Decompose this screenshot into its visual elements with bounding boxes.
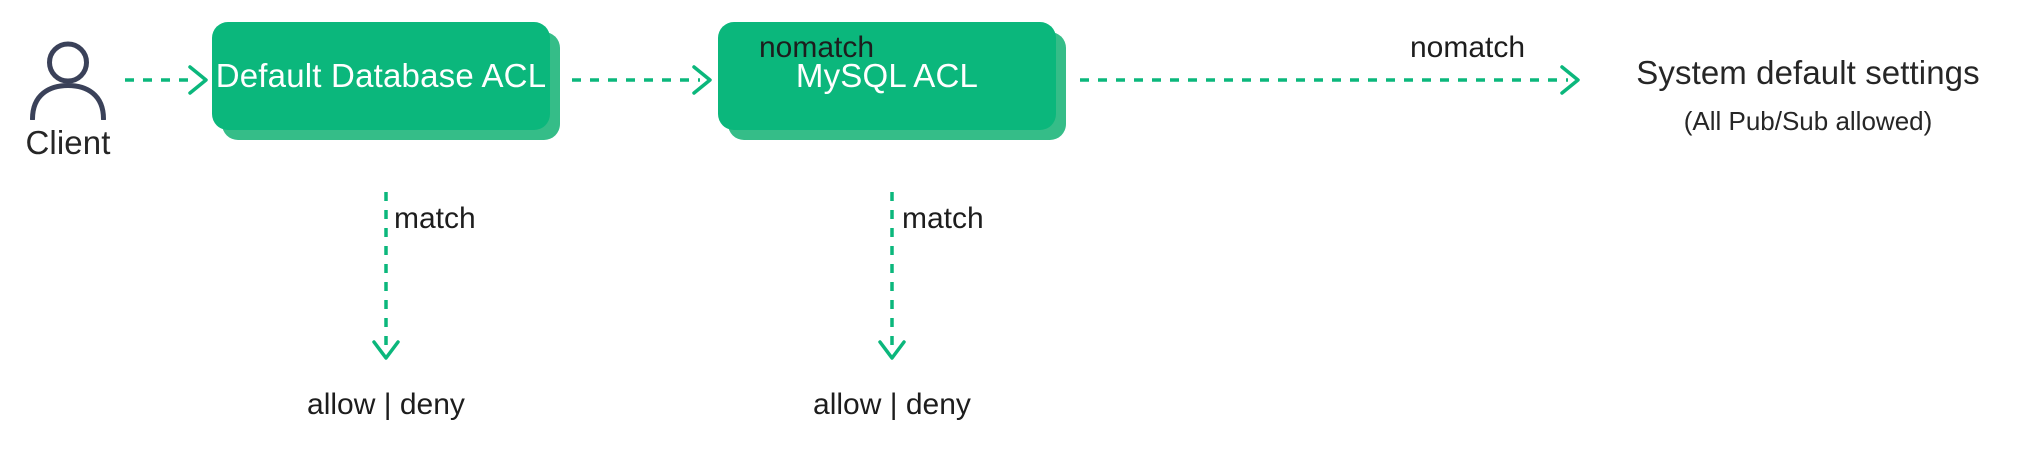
terminal-system-default-settings: System default settings (All Pub/Sub all… [1588, 54, 2028, 137]
arrow-client-to-default-acl [125, 65, 208, 95]
arrow-mysql-acl-to-system-default [1080, 65, 1580, 95]
node-face [718, 22, 1056, 130]
client-label: Client [25, 124, 111, 161]
node-face [212, 22, 550, 130]
outcome-allow-deny-1: allow | deny [307, 388, 465, 421]
terminal-title: System default settings [1636, 54, 1980, 91]
node-label-mysql-acl: MySQL ACL [795, 57, 979, 94]
node-default-database-acl[interactable]: Default Database ACL [212, 22, 560, 140]
edge-label-match-1: match [394, 202, 476, 235]
terminal-subtitle: (All Pub/Sub allowed) [1683, 106, 1933, 136]
user-icon [30, 41, 106, 120]
edge-label-nomatch-1: nomatch [759, 31, 875, 64]
node-mysql-acl[interactable]: MySQL ACL [718, 22, 1066, 140]
outcome-allow-deny-2: allow | deny [813, 388, 971, 421]
edge-label-nomatch-2: nomatch [1410, 31, 1526, 64]
arrow-default-acl-to-mysql-acl [572, 65, 712, 95]
arrow-mysql-acl-to-outcome [878, 192, 906, 360]
edge-label-match-2: match [902, 202, 984, 235]
client-actor: Client [8, 40, 128, 170]
node-label-default-database-acl: Default Database ACL [215, 57, 547, 94]
